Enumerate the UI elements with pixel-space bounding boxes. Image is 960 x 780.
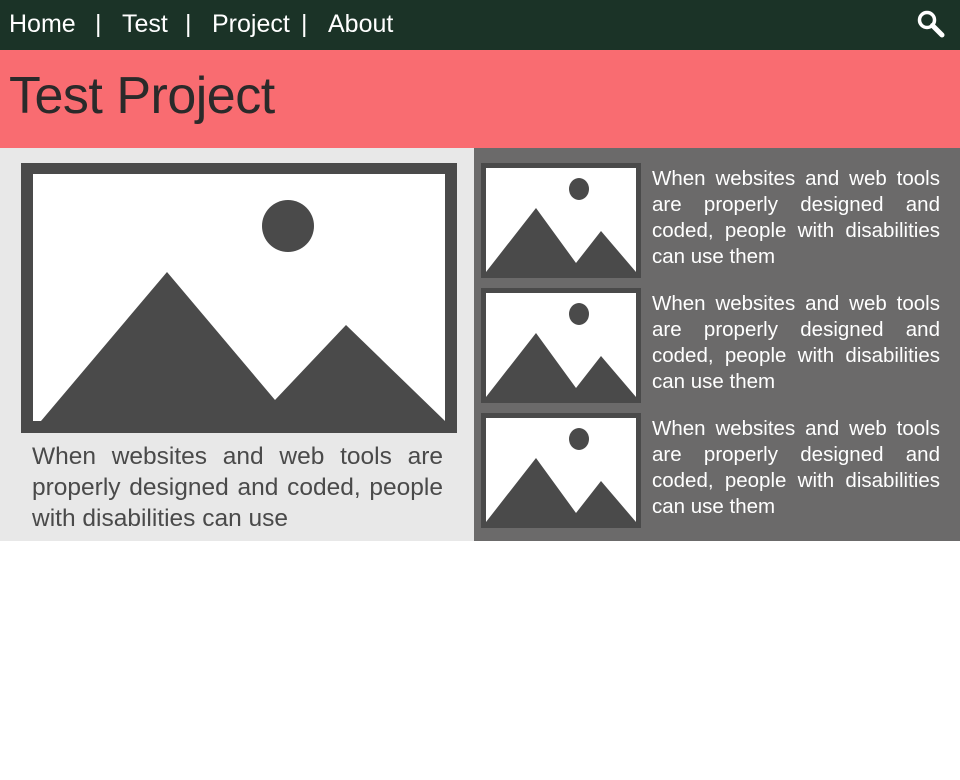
nav-item-home[interactable]: Home [9,10,76,38]
page-title: Test Project [9,67,275,125]
image-placeholder-icon [21,163,457,433]
card-description: When websites and web tools are properly… [652,167,940,268]
card-description: When websites and web tools are properly… [652,292,940,393]
page-banner: Test Project [0,50,960,148]
nav-item-test[interactable]: Test [122,10,168,38]
nav-separator: | [185,10,192,38]
list-item[interactable]: When websites and web tools are properly… [474,273,960,403]
nav-item-project[interactable]: Project [212,10,290,38]
list-item[interactable]: When websites and web tools are properly… [474,148,960,278]
image-placeholder-icon [481,163,641,278]
featured-description: When websites and web tools are properly… [32,443,443,532]
nav-separator: | [95,10,102,38]
card-description: When websites and web tools are properly… [652,417,940,518]
cards-panel: When websites and web tools are properly… [474,148,960,541]
image-placeholder-icon [481,288,641,403]
nav-item-about[interactable]: About [328,10,394,38]
search-button[interactable] [914,8,948,42]
featured-panel: When websites and web tools are properly… [0,148,474,541]
list-item[interactable]: When websites and web tools are properly… [474,398,960,528]
search-icon [917,10,945,38]
image-placeholder-icon [481,413,641,528]
nav-separator: | [301,10,308,38]
top-nav-bar: Home | Test | Project | About [0,0,960,50]
